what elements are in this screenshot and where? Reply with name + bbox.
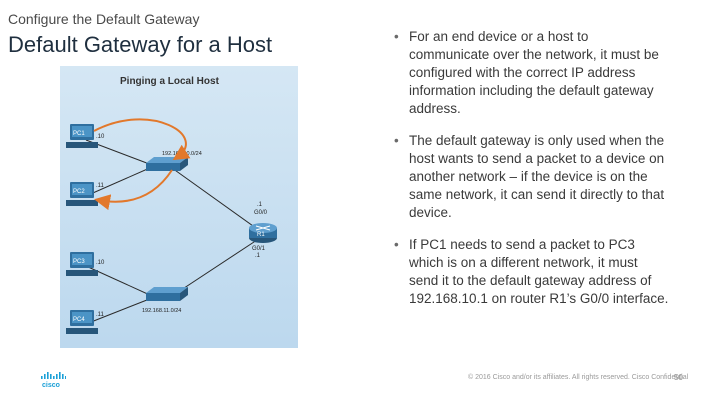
router-g1-addr: .1	[255, 253, 261, 259]
section-subtitle: Configure the Default Gateway	[8, 11, 200, 27]
bullet-item: For an end device or a host to communica…	[394, 28, 670, 118]
pc3-label: PC3	[73, 259, 85, 265]
topology-svg: Pinging a Local Host PC1 .10 PC2 .11	[66, 76, 277, 334]
cisco-logo-icon: cisco	[40, 372, 66, 389]
router-name: R1	[257, 232, 265, 238]
router-g1-label: G0/1	[252, 246, 266, 252]
bullet-list: For an end device or a host to communica…	[394, 28, 670, 322]
pc1-icon	[66, 124, 98, 148]
bullet-item: The default gateway is only used when th…	[394, 132, 670, 222]
pc2-icon	[66, 182, 98, 206]
router-g0-addr: .1	[257, 202, 263, 208]
pc3-icon	[66, 252, 98, 276]
pc1-host: .10	[96, 134, 105, 140]
figure-title: Pinging a Local Host	[120, 76, 220, 87]
svg-text:cisco: cisco	[42, 382, 60, 388]
pc4-label: PC4	[73, 317, 85, 323]
pc2-host: .11	[96, 183, 105, 189]
footer-copyright: © 2016 Cisco and/or its affiliates. All …	[468, 374, 689, 381]
switch2-network: 192.168.11.0/24	[142, 308, 181, 314]
network-diagram: Pinging a Local Host PC1 .10 PC2 .11	[60, 66, 298, 348]
pc4-icon	[66, 310, 98, 334]
slide-title: Default Gateway for a Host	[8, 32, 273, 57]
ping-reply-arrow	[94, 169, 173, 211]
pc4-host: .11	[96, 312, 105, 318]
switch2-icon	[146, 287, 188, 301]
bullet-item: If PC1 needs to send a packet to PC3 whi…	[394, 236, 670, 308]
pc3-host: .10	[96, 260, 105, 266]
ping-request-arrow	[93, 118, 191, 161]
pc2-label: PC2	[73, 189, 85, 195]
pc1-label: PC1	[73, 131, 85, 137]
switch1-icon	[146, 157, 188, 171]
router-g0-label: G0/0	[254, 210, 268, 216]
router-icon	[249, 223, 277, 243]
page-number: 50	[674, 373, 683, 382]
